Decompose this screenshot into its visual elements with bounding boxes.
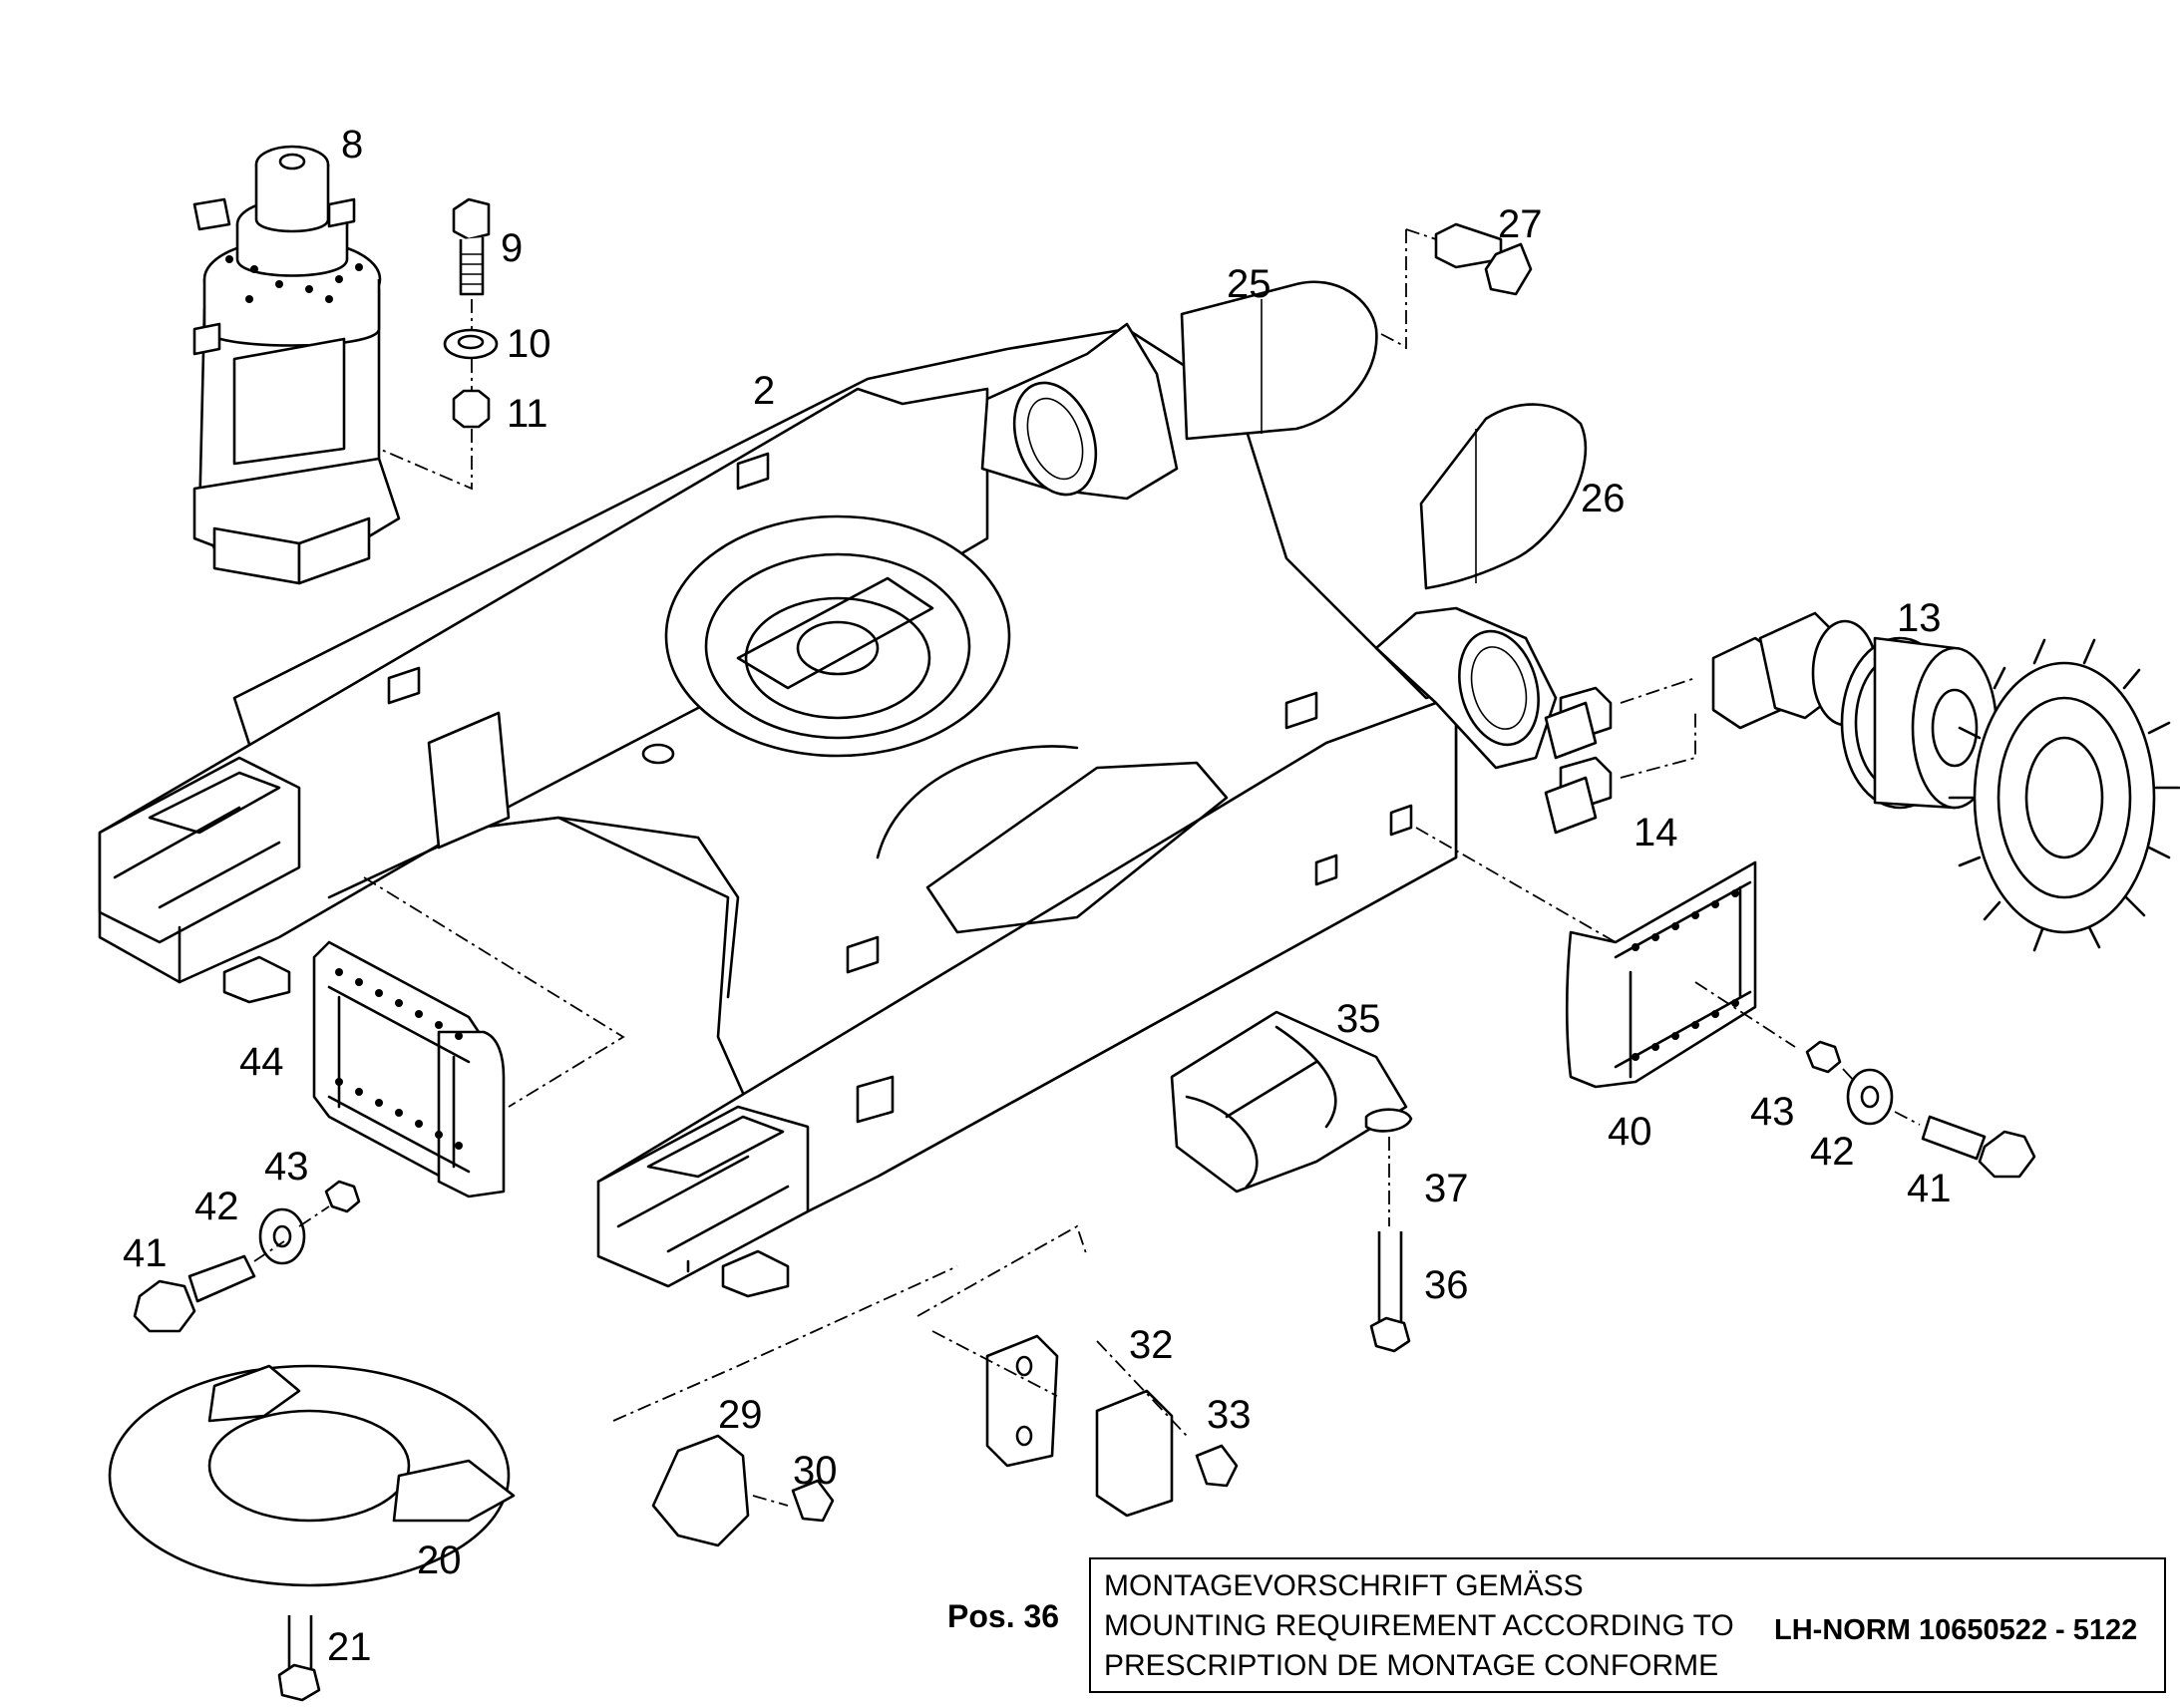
callout-29: 29 [718,1393,763,1437]
mounting-note-box: MONTAGEVORSCHRIFT GEMÄSS MOUNTING REQUIR… [1089,1557,2166,1693]
callout-35: 35 [1336,997,1381,1041]
mounting-note-french: PRESCRIPTION DE MONTAGE CONFORME [1104,1649,1719,1682]
bearing-plate-20 [108,1364,516,1702]
callout-42-right: 42 [1810,1130,1855,1174]
plate-32-assembly [916,1224,1239,1518]
callout-42-left: 42 [194,1185,239,1228]
callout-37: 37 [1424,1167,1469,1210]
callout-10: 10 [507,322,551,366]
callout-8: 8 [341,123,363,167]
cover-29-assembly [612,1265,958,1547]
callout-43-left: 43 [264,1145,309,1189]
callout-43-right: 43 [1750,1090,1795,1134]
step-plate-left [312,876,625,1198]
callout-2: 2 [753,369,775,413]
hardware-left [133,1180,361,1333]
callout-26: 26 [1581,477,1626,520]
drive-gearbox-assembly [1544,611,2180,952]
callout-33: 33 [1207,1393,1252,1437]
callout-9: 9 [501,226,523,270]
callout-32: 32 [1129,1323,1174,1367]
callout-36: 36 [1424,1263,1469,1307]
swivel-joint-assembly [192,145,499,585]
callout-30: 30 [793,1449,838,1493]
callout-21: 21 [327,1625,372,1669]
callout-20: 20 [417,1538,462,1582]
callout-27: 27 [1498,202,1543,246]
callout-13: 13 [1897,596,1942,640]
callout-41-right: 41 [1907,1167,1952,1210]
undercarriage-frame [98,322,1558,1298]
sprocket [1948,638,2180,952]
callout-40: 40 [1608,1110,1652,1154]
part-callouts: 8 9 10 11 2 25 27 26 13 14 44 43 42 41 3… [123,123,1952,1669]
callout-41-left: 41 [123,1231,168,1275]
callout-44: 44 [239,1040,284,1084]
position-reference-label: Pos. 36 [947,1598,1060,1634]
hardware-right [1805,1040,2036,1179]
callout-11: 11 [507,392,548,436]
mounting-note-german: MONTAGEVORSCHRIFT GEMÄSS [1104,1569,1584,1602]
bracket-35 [1170,1010,1413,1353]
mounting-note-english: MOUNTING REQUIREMENT ACCORDING TO [1104,1609,1734,1642]
standard-reference: LH-NORM 10650522 - 5122 [1774,1614,2138,1646]
callout-14: 14 [1634,811,1678,854]
step-plate-right [1415,827,1796,1089]
callout-25: 25 [1227,262,1272,306]
cover-plates [1180,222,1588,590]
